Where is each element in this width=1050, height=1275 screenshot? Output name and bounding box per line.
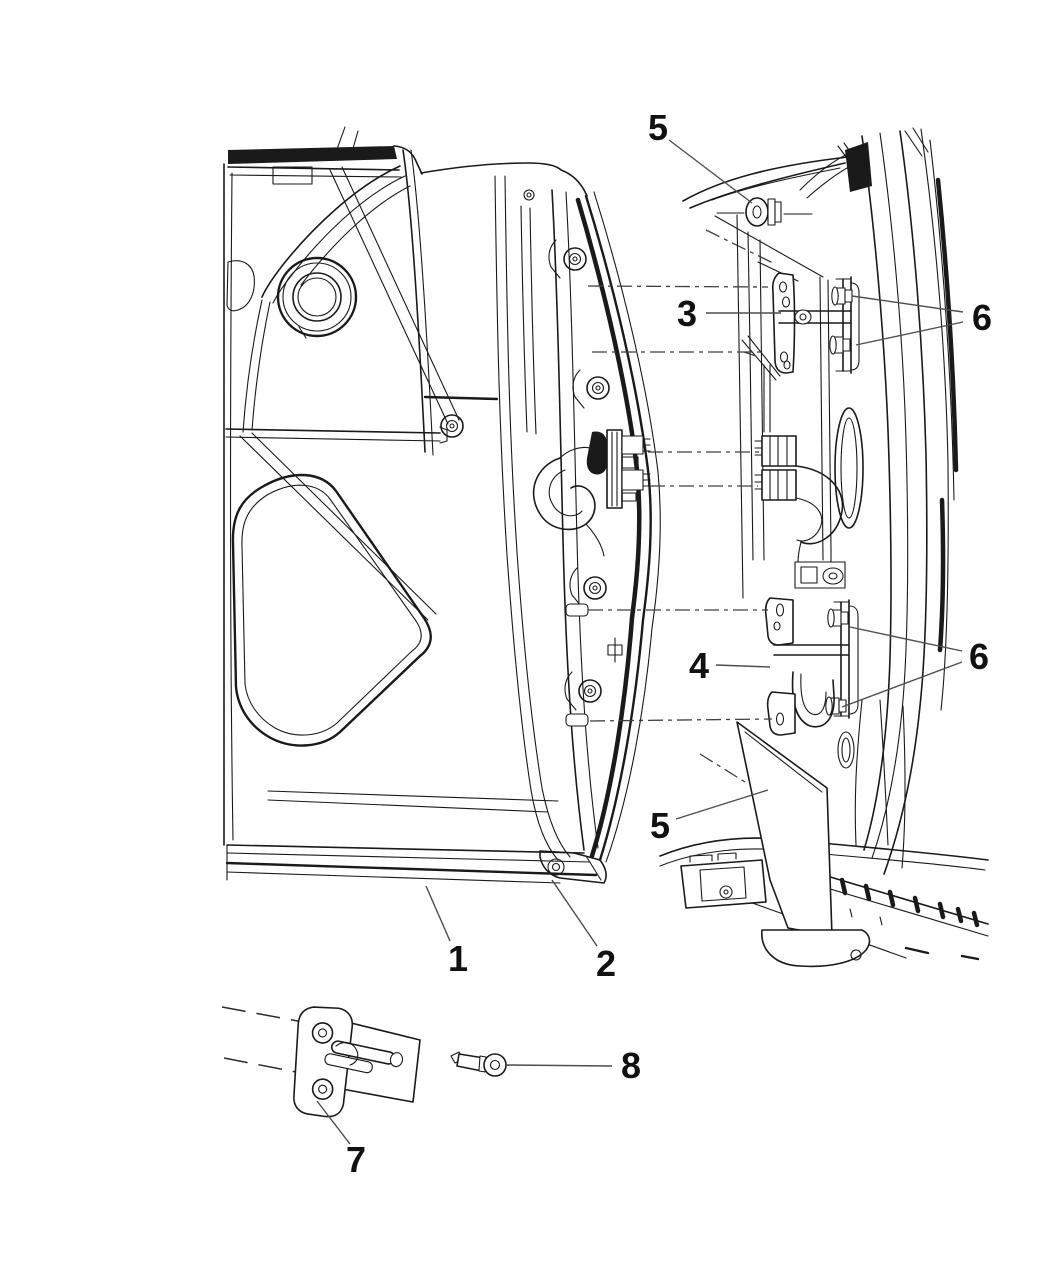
door-panel-drawing [223,126,661,884]
leader-8 [506,1064,613,1067]
door-harness-boot [532,446,605,557]
leader-4 [715,664,771,668]
leader-5-lower [675,789,769,820]
callout-1: 1 [447,938,469,979]
leader-6-lower-b [841,661,963,708]
callout-4: 4 [688,645,710,686]
striker-screw [450,1051,507,1077]
door-belt-band [227,126,423,185]
callout-7: 7 [345,1139,367,1180]
door-bottom-edge [225,790,598,884]
window-frame-curves [261,149,537,556]
hinge-bolt-icon [829,335,851,355]
leader-6-upper-b [855,321,964,346]
door-lower-flap [736,721,871,968]
leader-6-lower-a [849,626,963,652]
access-opening [231,473,432,747]
door-check-striker [293,1006,354,1118]
door-shut-face [420,162,661,863]
rocker-bracket [680,852,767,909]
leader-6-upper-a [851,295,964,313]
leader-lines [316,139,964,1145]
hinge-bolt-icon [827,608,849,628]
cowl-side-panel [682,127,929,282]
callout-8: 8 [620,1045,642,1086]
hinge-bolt-icon [831,286,853,306]
upper-hinge [741,272,860,381]
door-check-detail-drawing [221,1006,507,1118]
pillar-harness-connectors [754,364,864,589]
speaker-opening [276,256,358,339]
leader-2 [551,879,598,947]
callout-6-lower: 6 [968,636,990,677]
lower-hinge [764,597,859,736]
panel-bolt [440,414,464,438]
callout-6-upper: 6 [971,297,993,338]
leader-7 [316,1100,351,1145]
callout-5-lower: 5 [649,805,671,846]
leader-5-upper [668,139,753,204]
callout-2: 2 [595,943,617,984]
latch-corner-bracket [539,850,607,884]
check-link-pin [324,1040,404,1074]
callout-3: 3 [676,293,698,334]
push-pin-nut-upper [716,197,813,227]
door-wiring-connector-bracket [586,429,651,509]
hinge-pillar-drawing [659,127,989,968]
pillar-outer-curves [736,128,959,875]
door-front-edge [223,163,255,846]
leader-1 [425,885,451,942]
pillar-oval-hole [837,731,855,769]
inner-panel-stampings [225,299,448,621]
callout-5-upper: 5 [647,107,669,148]
harness-grommet [834,407,864,529]
